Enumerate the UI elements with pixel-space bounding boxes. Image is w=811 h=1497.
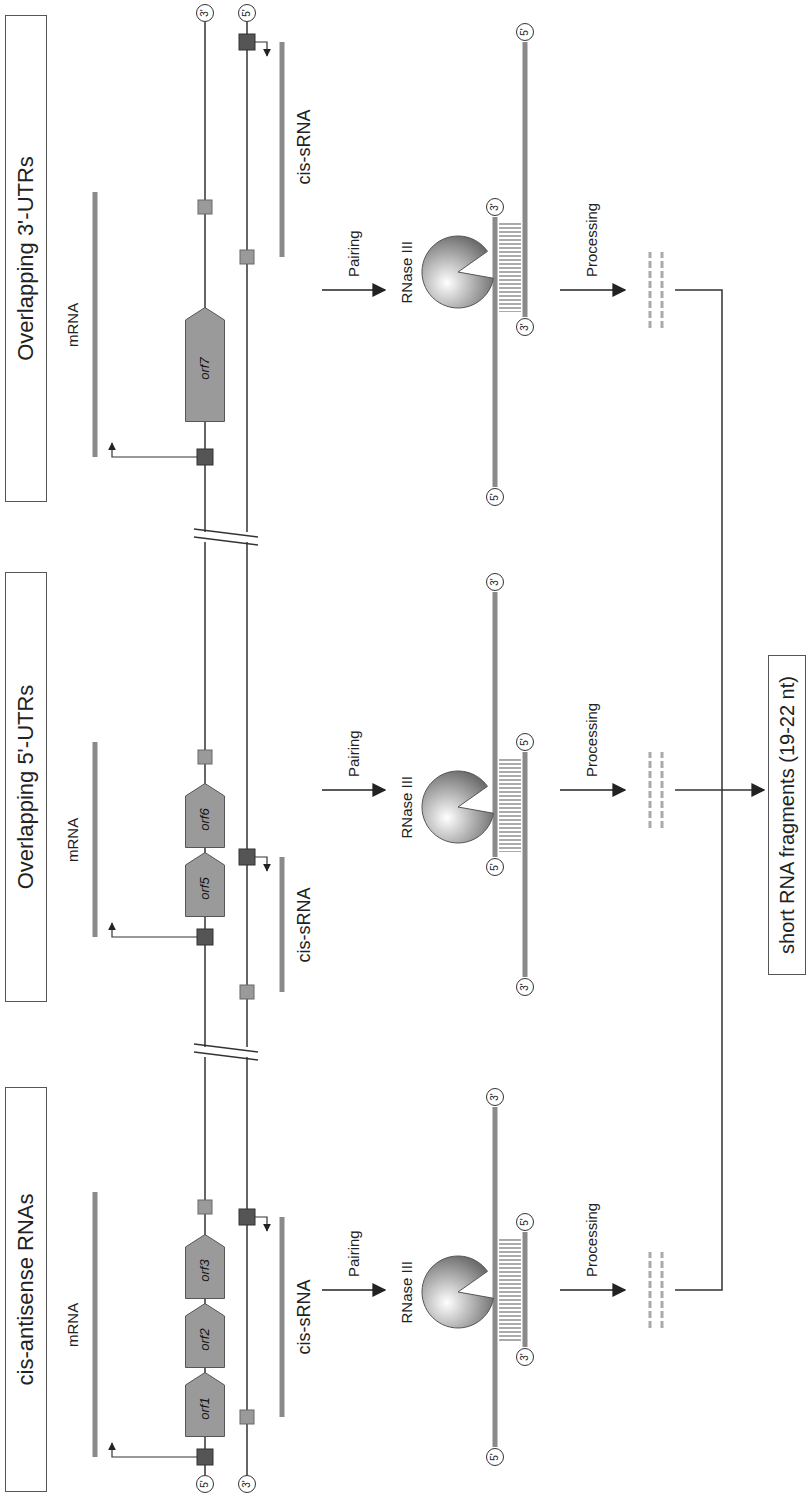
step-label: Pairing xyxy=(345,230,362,277)
end-label: 3' xyxy=(520,1353,530,1360)
panel-header: Overlapping 5'-UTRs xyxy=(5,572,47,1002)
orf-arrow: orf1 xyxy=(185,1372,225,1437)
enzyme-label: RNase III xyxy=(398,241,415,304)
end-label: 5' xyxy=(490,863,500,870)
end-marker: 3' xyxy=(486,198,504,216)
orf-label: orf1 xyxy=(198,1397,213,1419)
orf-arrow: orf7 xyxy=(185,307,225,422)
header-text: Overlapping 3'-UTRs xyxy=(13,156,38,361)
end-label: 5' xyxy=(490,493,500,500)
panel-header: Overlapping 3'-UTRs xyxy=(5,15,47,502)
transcription-start xyxy=(112,42,267,1457)
transcript-bar xyxy=(95,42,282,1457)
end-marker: 3' xyxy=(516,318,534,336)
end-marker: 3' xyxy=(486,1088,504,1106)
rnase-enzyme xyxy=(422,236,493,1328)
step-label: Pairing xyxy=(345,1230,362,1277)
transcript-label: mRNA xyxy=(64,818,81,862)
step-label: Processing xyxy=(583,203,600,277)
orf-arrow: orf3 xyxy=(185,1234,225,1299)
header-text: short RNA fragments (19-22 nt) xyxy=(776,676,799,954)
merge-bracket xyxy=(675,290,764,1290)
end-marker: 3' xyxy=(516,978,534,996)
end-marker: 3' xyxy=(196,4,214,22)
end-label: 5' xyxy=(242,9,252,16)
orf-arrow: orf6 xyxy=(185,783,225,848)
orf-label: orf6 xyxy=(198,808,213,830)
end-label: 5' xyxy=(520,28,530,35)
short-fragment xyxy=(650,252,662,1328)
header-text: cis-antisense RNAs xyxy=(13,1194,38,1386)
end-marker: 5' xyxy=(516,23,534,41)
end-marker: 5' xyxy=(486,1448,504,1466)
orf-label: orf7 xyxy=(198,357,213,379)
end-marker: 5' xyxy=(238,4,256,22)
step-label: Processing xyxy=(583,703,600,777)
enzyme-label: RNase III xyxy=(398,1261,415,1324)
end-label: 3' xyxy=(520,323,530,330)
end-label: 5' xyxy=(520,1218,530,1225)
orf-label: orf5 xyxy=(198,877,213,899)
result-box: short RNA fragments (19-22 nt) xyxy=(768,655,806,975)
end-label: 3' xyxy=(490,1093,500,1100)
orf-label: orf2 xyxy=(198,1328,213,1350)
end-label: 3' xyxy=(242,1480,252,1487)
orf-label: orf3 xyxy=(198,1259,213,1281)
transcript-label: mRNA xyxy=(64,303,81,347)
transcript-label: cis-sRNA xyxy=(294,888,315,963)
transcript-label: cis-sRNA xyxy=(294,110,315,185)
end-label: 3' xyxy=(490,203,500,210)
enzyme-label: RNase III xyxy=(398,776,415,839)
header-text: Overlapping 5'-UTRs xyxy=(13,685,38,890)
panel-header: cis-antisense RNAs xyxy=(5,1087,47,1492)
transcript-label: mRNA xyxy=(64,1303,81,1347)
end-marker: 3' xyxy=(238,1475,256,1493)
end-label: 3' xyxy=(490,578,500,585)
end-marker: 5' xyxy=(516,733,534,751)
end-marker: 3' xyxy=(516,1348,534,1366)
end-marker: 5' xyxy=(486,488,504,506)
end-label: 5' xyxy=(520,738,530,745)
end-marker: 5' xyxy=(486,858,504,876)
end-marker: 5' xyxy=(196,1475,214,1493)
end-label: 5' xyxy=(490,1453,500,1460)
end-marker: 5' xyxy=(516,1213,534,1231)
end-label: 3' xyxy=(200,9,210,16)
end-label: 3' xyxy=(520,983,530,990)
step-label: Processing xyxy=(583,1203,600,1277)
step-label: Pairing xyxy=(345,730,362,777)
orf-arrow: orf5 xyxy=(185,852,225,917)
step-arrow xyxy=(322,290,625,1290)
transcript-label: cis-sRNA xyxy=(294,1280,315,1355)
end-label: 5' xyxy=(200,1480,210,1487)
orf-arrow: orf2 xyxy=(185,1303,225,1368)
end-marker: 3' xyxy=(486,573,504,591)
